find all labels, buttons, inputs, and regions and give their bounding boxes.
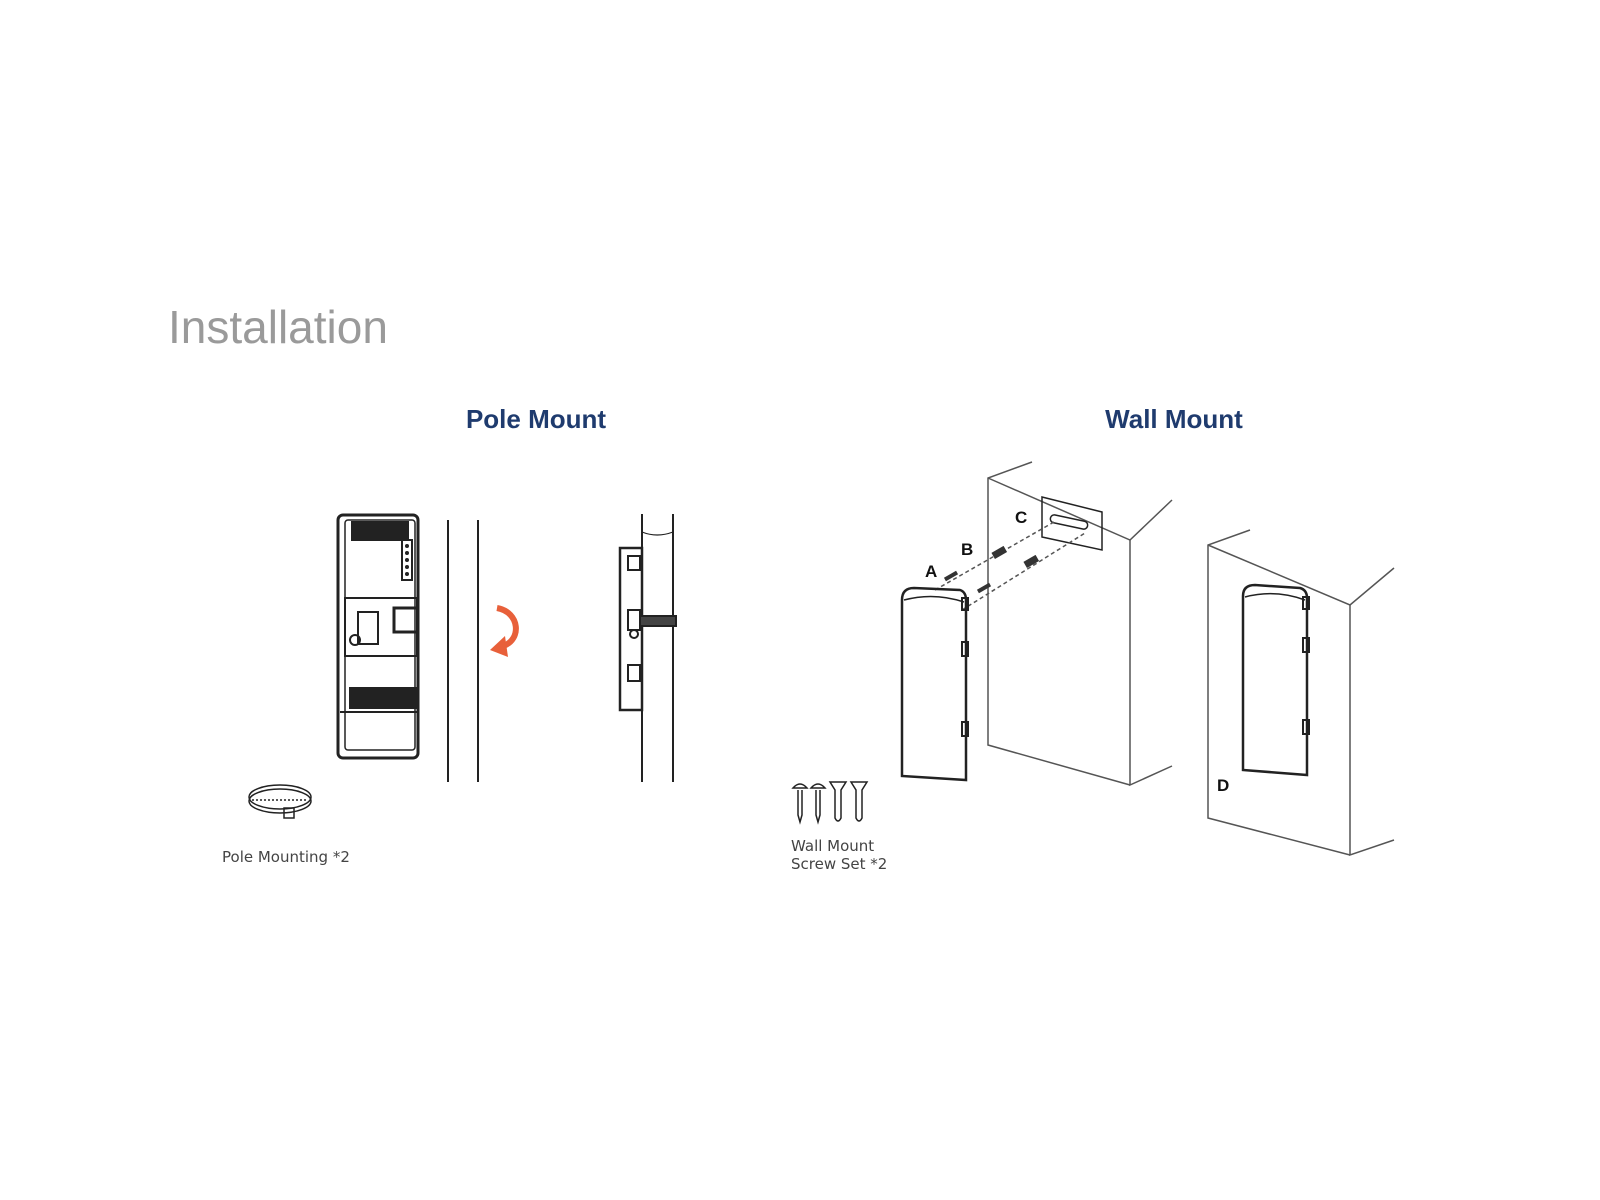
step-label-a: A xyxy=(925,562,938,581)
wall-screw-caption-line2: Screw Set *2 xyxy=(791,855,888,873)
wall-mount-heading: Wall Mount xyxy=(1105,404,1243,434)
hose-clamp-icon xyxy=(248,784,312,819)
step-label-b: B xyxy=(961,540,974,559)
pole-illustration xyxy=(447,520,479,782)
step-label-c: C xyxy=(1015,508,1028,527)
wall-screw-caption-line1: Wall Mount xyxy=(791,837,875,855)
mounting-plate xyxy=(1041,496,1103,551)
device-front-a xyxy=(900,586,969,782)
device-mounted-on-pole xyxy=(618,514,677,782)
wall-block-1 xyxy=(987,461,1173,787)
screws-and-anchors xyxy=(943,545,1040,594)
device-back-illustration xyxy=(336,513,420,760)
page-title: Installation xyxy=(168,301,388,353)
step-label-d: D xyxy=(1217,776,1230,795)
pole-mounting-caption: Pole Mounting *2 xyxy=(222,848,350,866)
screw-path-lines xyxy=(934,521,1086,611)
pole-mount-heading: Pole Mount xyxy=(465,404,607,434)
screw-set-icon xyxy=(791,781,869,825)
device-mounted-d xyxy=(1241,583,1310,777)
wall-block-2 xyxy=(1207,529,1395,857)
rotate-arrow-head xyxy=(490,636,508,657)
rotate-arrow-icon xyxy=(496,605,519,649)
